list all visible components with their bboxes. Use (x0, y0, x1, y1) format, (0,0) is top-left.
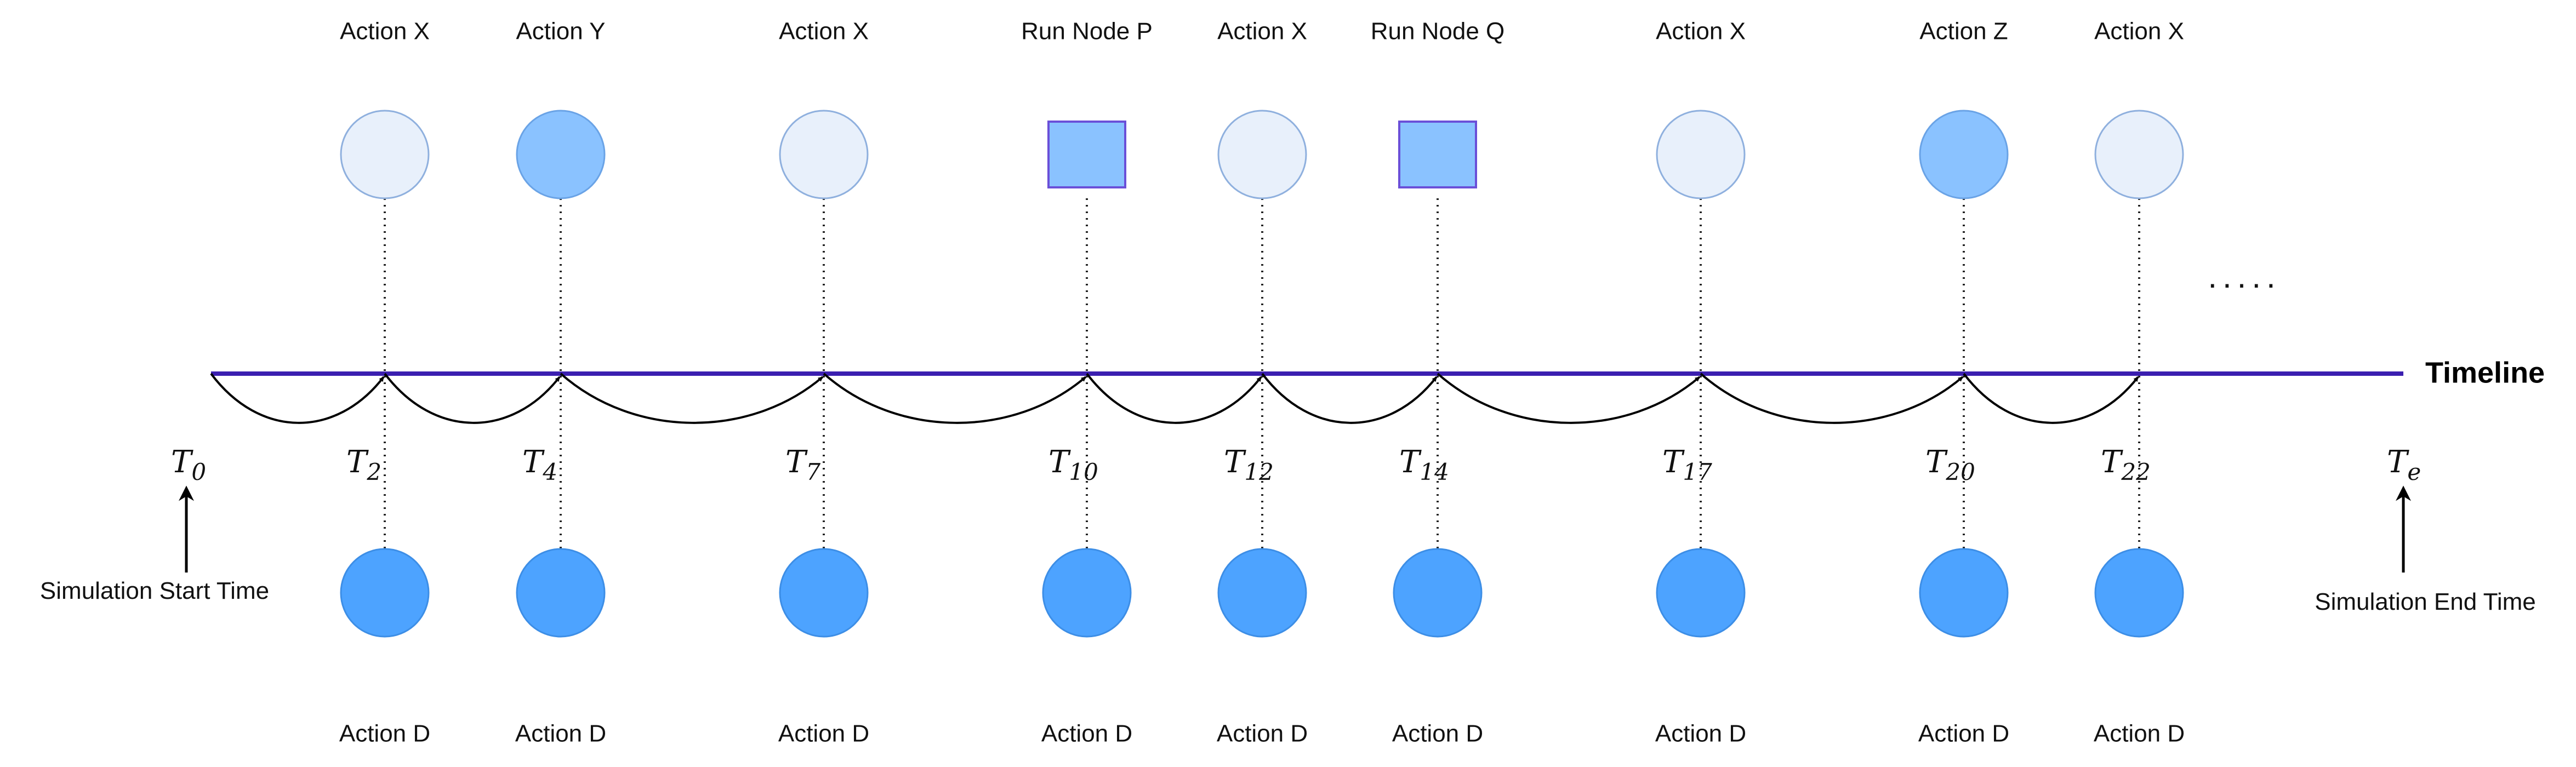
time-label: T20 (1925, 444, 1975, 485)
action-circle (2094, 110, 2184, 199)
top-action-label: Action X (1217, 18, 1307, 45)
time-symbol: T (2101, 444, 2123, 480)
top-action-label: Action X (2094, 18, 2184, 45)
start-time-label: T0 (171, 444, 206, 485)
continuation-ellipsis: ..... (2208, 258, 2281, 295)
top-action-label: Action X (779, 18, 869, 45)
hop-arc-1 (210, 373, 385, 424)
end-marker: Te Simulation End Time (2315, 444, 2536, 615)
bottom-action-label: Action D (1041, 720, 1132, 747)
time-symbol: T (1048, 444, 1071, 480)
start-caption: Simulation Start Time (40, 577, 269, 604)
time-symbol: T (785, 444, 808, 480)
time-subscript: 10 (1069, 459, 1098, 485)
top-action-label: Action X (1656, 18, 1746, 45)
time-label: T22 (2101, 444, 2151, 485)
end-caption: Simulation End Time (2315, 588, 2536, 615)
time-label: T7 (785, 444, 820, 485)
timeline-label: Timeline (2425, 356, 2545, 389)
action-d-circle (1919, 548, 2009, 638)
time-subscript: 17 (1683, 459, 1712, 485)
action-circle (779, 110, 869, 199)
bottom-action-label: Action D (515, 720, 606, 747)
time-symbol: T (1224, 444, 1246, 480)
bottom-action-label: Action D (1217, 720, 1308, 747)
top-action-label: Action X (340, 18, 430, 45)
time-symbol: T (1399, 444, 1422, 480)
time-subscript: 12 (1244, 459, 1273, 485)
bottom-action-label: Action D (778, 720, 869, 747)
time-subscript: 22 (2121, 459, 2150, 485)
time-label: T2 (346, 444, 381, 485)
time-label: T10 (1048, 444, 1098, 485)
time-symbol: T (1925, 444, 1948, 480)
time-label: T4 (522, 444, 557, 485)
time-subscript: 7 (806, 459, 820, 485)
bottom-action-label: Action D (1655, 720, 1746, 747)
hop-arc-9 (1963, 373, 2139, 424)
top-action-label: Run Node P (1021, 18, 1153, 45)
action-d-circle (1042, 548, 1132, 638)
hop-arc-7 (1437, 373, 1701, 424)
action-circle (340, 110, 430, 199)
hop-arc-2 (384, 373, 561, 424)
action-d-circle (1393, 548, 1483, 638)
hop-arc-6 (1261, 373, 1438, 424)
action-circle (1656, 110, 1746, 199)
bottom-action-label: Action D (1918, 720, 2009, 747)
time-label: T12 (1224, 444, 1274, 485)
time-symbol: T (522, 444, 545, 480)
top-action-label: Run Node Q (1371, 18, 1505, 45)
hop-arc-4 (823, 373, 1087, 424)
action-d-circle (779, 548, 869, 638)
start-marker: T0 Simulation Start Time (40, 444, 269, 604)
bottom-action-label: Action D (1392, 720, 1483, 747)
time-subscript: 14 (1420, 459, 1449, 485)
end-time-label: Te (2387, 444, 2421, 485)
bottom-action-label: Action D (2094, 720, 2185, 747)
action-circle (1217, 110, 1307, 199)
action-d-circle (516, 548, 606, 638)
action-circle (1919, 110, 2009, 199)
action-circle (516, 110, 606, 199)
time-label: T14 (1399, 444, 1449, 485)
time-subscript: 20 (1945, 459, 1975, 485)
hop-arc-5 (1086, 373, 1262, 424)
action-d-circle (2094, 548, 2184, 638)
bottom-action-label: Action D (339, 720, 430, 747)
run-node-square (1398, 121, 1477, 188)
hop-arcs (210, 373, 2139, 424)
hop-arc-8 (1700, 373, 1964, 424)
time-subscript: 2 (366, 459, 381, 485)
top-action-label: Action Y (516, 18, 605, 45)
time-subscript: 4 (542, 459, 557, 485)
hop-arc-3 (560, 373, 824, 424)
time-symbol: T (1662, 444, 1685, 480)
top-action-label: Action Z (1919, 18, 2008, 45)
action-d-circle (1217, 548, 1307, 638)
action-d-circle (1656, 548, 1746, 638)
action-d-circle (340, 548, 430, 638)
time-label: T17 (1662, 444, 1712, 485)
run-node-square (1047, 121, 1126, 188)
time-symbol: T (346, 444, 369, 480)
